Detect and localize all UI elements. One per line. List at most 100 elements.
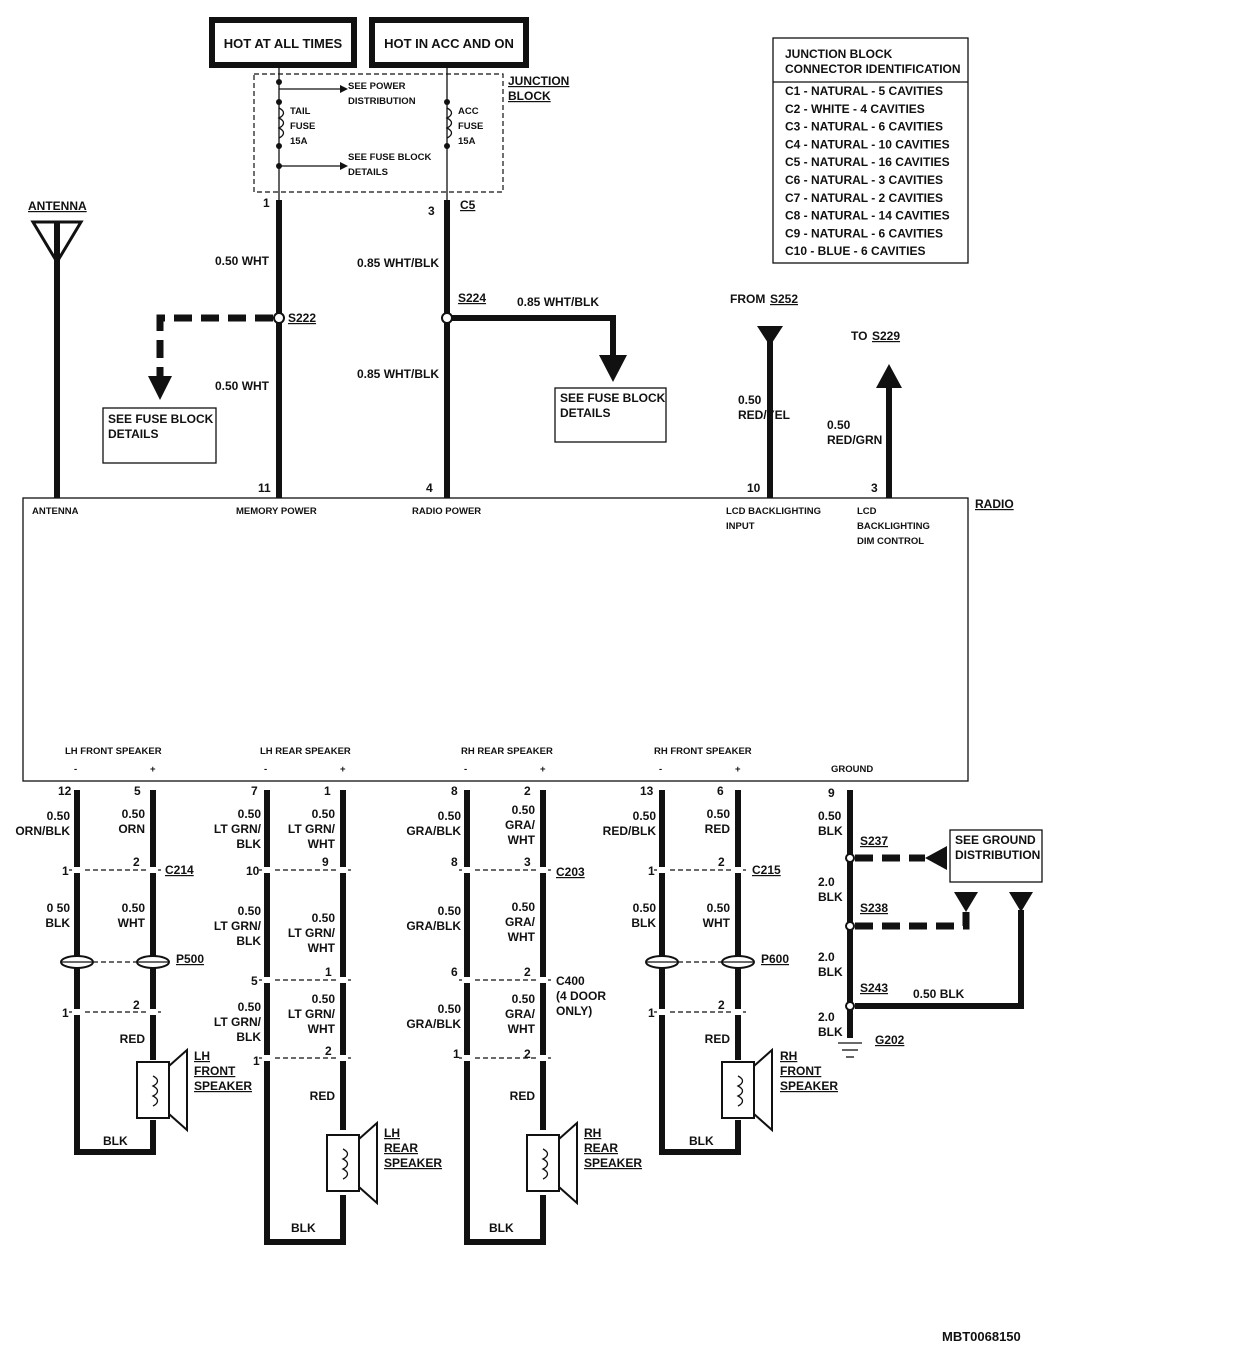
see-fuse-block-mid-box bbox=[554, 387, 667, 443]
connector-row: C6 - NATURAL - 3 CAVITIES bbox=[785, 173, 943, 187]
radio-ground-label: GROUND bbox=[831, 764, 873, 775]
wire-label: RED bbox=[310, 1089, 336, 1103]
connector-break bbox=[262, 977, 272, 983]
hot-in-acc-box bbox=[369, 17, 529, 68]
pin-label: 13 bbox=[640, 784, 654, 798]
connector-break bbox=[657, 867, 667, 873]
pin-label: 2 bbox=[524, 1047, 531, 1061]
arrow-right-icon bbox=[340, 162, 348, 170]
wire-label: BLK bbox=[291, 1221, 316, 1235]
connector-break bbox=[262, 1055, 272, 1061]
splice-s243 bbox=[845, 1001, 855, 1011]
g202-label: G202 bbox=[875, 1033, 905, 1047]
connector-break bbox=[538, 1055, 548, 1061]
rh-front-speaker-cone-icon bbox=[753, 1047, 773, 1133]
connector-break bbox=[148, 867, 158, 873]
radio-module bbox=[22, 497, 969, 782]
s222-branch bbox=[156, 314, 273, 378]
pin-label: 1 bbox=[648, 1006, 655, 1020]
see-ground-box bbox=[949, 829, 1043, 883]
pin-label: 5 bbox=[251, 974, 258, 988]
pin-label: 8 bbox=[451, 784, 458, 798]
radio-lh-rear-label: LH REAR SPEAKER bbox=[260, 746, 351, 757]
pin-label: 1 bbox=[453, 1047, 460, 1061]
rh-front-speaker-coil bbox=[736, 1075, 744, 1107]
p500-label: P500 bbox=[176, 952, 204, 966]
connector-break bbox=[148, 1009, 158, 1015]
ground-branch-label: 0.50 BLK bbox=[913, 987, 965, 1001]
pin-1: 1 bbox=[263, 196, 270, 210]
pin-label: 1 bbox=[325, 965, 332, 979]
connector-break bbox=[538, 977, 548, 983]
see-fuse-block-left-box bbox=[102, 407, 217, 464]
connector-break bbox=[462, 867, 472, 873]
hot-at-all-times-label: HOT AT ALL TIMES bbox=[224, 36, 343, 51]
pin-label: 2 bbox=[133, 855, 140, 869]
radio-antenna-pin: ANTENNA bbox=[32, 506, 79, 517]
minus-mark: - bbox=[659, 764, 662, 775]
lh-front-speaker-body bbox=[136, 1061, 170, 1119]
wire-0-50-wht-upper: 0.50 WHT bbox=[215, 254, 270, 268]
lh-front-speaker-cone-icon bbox=[168, 1047, 188, 1133]
connector-c203: C203 bbox=[556, 865, 585, 879]
wire-label: BLK bbox=[489, 1221, 514, 1235]
radio-rh-front-label: RH FRONT SPEAKER bbox=[654, 746, 752, 757]
s238-branch bbox=[855, 912, 970, 930]
antenna-top-label: ANTENNA bbox=[28, 199, 87, 213]
pin-10: 10 bbox=[747, 481, 761, 495]
pin-label: 9 bbox=[322, 855, 329, 869]
pin-label: 2 bbox=[524, 965, 531, 979]
wire-0-85-whtblk-lower: 0.85 WHT/BLK bbox=[357, 367, 439, 381]
diagram-code: MBT0068150 bbox=[942, 1329, 1021, 1344]
minus-mark: - bbox=[464, 764, 467, 775]
wire-label: RED bbox=[120, 1032, 146, 1046]
radio-label: RADIO bbox=[975, 497, 1014, 511]
polarity-marks: -+-+-+-+ bbox=[74, 764, 741, 775]
radio-lh-front-label: LH FRONT SPEAKER bbox=[65, 746, 162, 757]
connector-c215: C215 bbox=[752, 863, 781, 877]
wire-label: BLK bbox=[103, 1134, 128, 1148]
ground-symbol-icon bbox=[838, 1042, 862, 1058]
connector-break bbox=[462, 1055, 472, 1061]
connector-break bbox=[657, 1009, 667, 1015]
radio-power-pin: RADIO POWER bbox=[412, 506, 481, 517]
wire-0-85-whtblk-upper: 0.85 WHT/BLK bbox=[357, 256, 439, 270]
minus-mark: - bbox=[264, 764, 267, 775]
c5-label: C5 bbox=[460, 198, 476, 212]
connector-break bbox=[733, 867, 743, 873]
plus-mark: + bbox=[340, 764, 346, 775]
pin-3: 3 bbox=[428, 204, 435, 218]
pin-label: 2 bbox=[524, 784, 531, 798]
s224-branch bbox=[452, 315, 616, 358]
pin-4: 4 bbox=[426, 481, 433, 495]
wire-label: RED bbox=[510, 1089, 536, 1103]
pin-label: 8 bbox=[451, 855, 458, 869]
s229-label: S229 bbox=[872, 329, 900, 343]
pin-label: 12 bbox=[58, 784, 72, 798]
pin-label: 1 bbox=[253, 1054, 260, 1068]
pin-label: 1 bbox=[62, 1006, 69, 1020]
minus-mark: - bbox=[74, 764, 77, 775]
connector-break bbox=[72, 1009, 82, 1015]
